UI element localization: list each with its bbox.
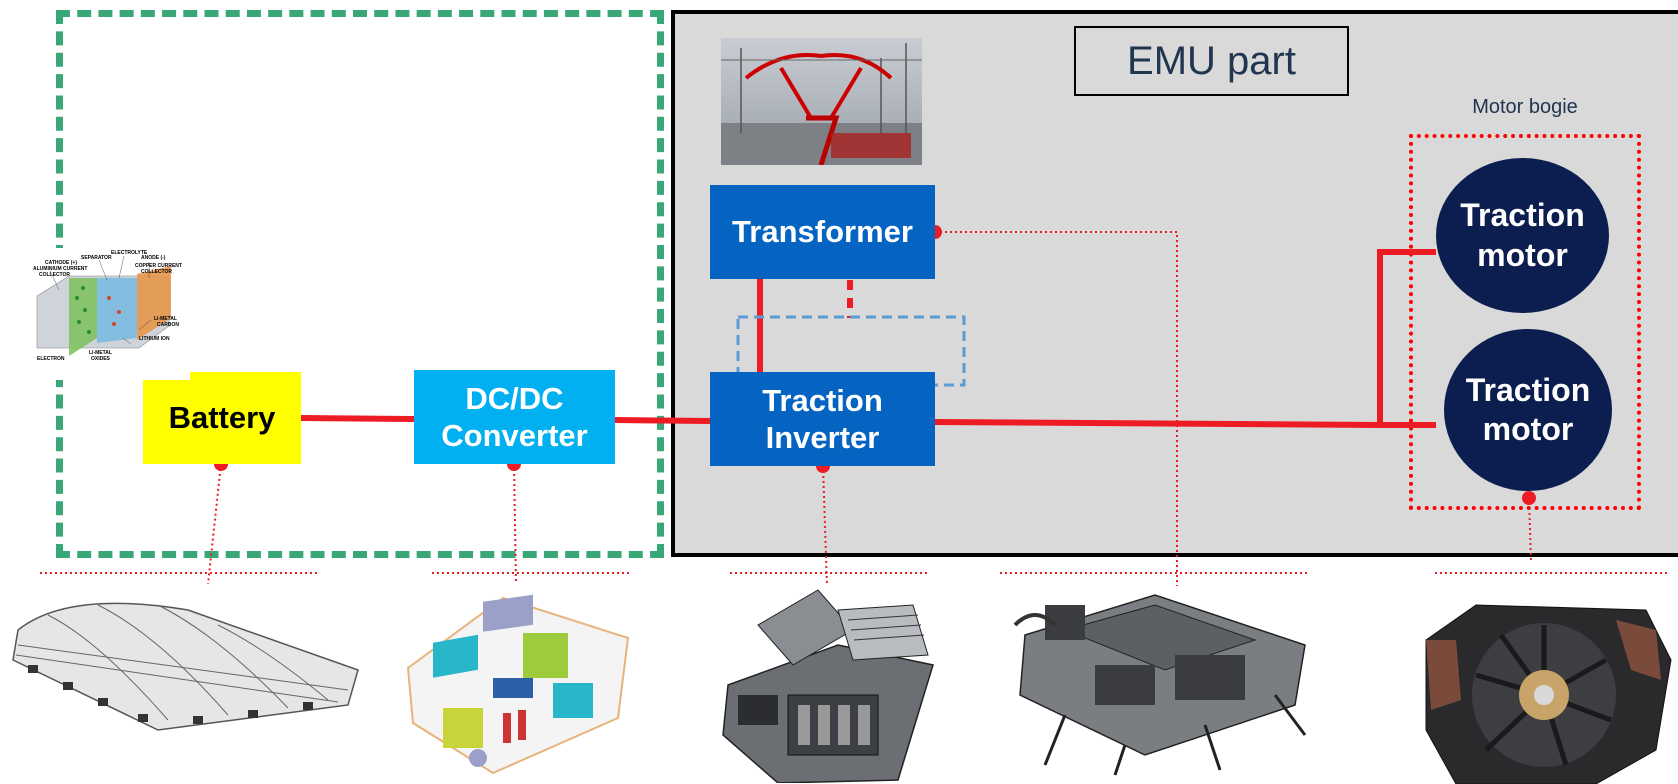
emu-part-title: EMU part [1074, 26, 1349, 96]
cell-label-cathode: CATHODE (+) [45, 260, 77, 266]
dcdc-converter-block: DC/DC Converter [414, 370, 615, 464]
transformer-block: Transformer [710, 185, 935, 279]
cell-label-separator: SEPARATOR [81, 255, 112, 261]
motor-bogie-label: Motor bogie [1472, 96, 1578, 118]
cell-label-cu-collector-2: COLLECTOR [141, 269, 172, 275]
traction-inverter-illustration [718, 585, 940, 783]
cell-label-al-collector-2: COLLECTOR [39, 272, 70, 278]
li-ion-cell-diagram: SEPARATOR ELECTROLYTE ANODE (-) CATHODE … [19, 248, 190, 380]
cell-label-li-metal-oxides: LI-METAL [89, 350, 112, 356]
traction-motor-illustration [1416, 600, 1678, 784]
cell-label-anode: ANODE (-) [141, 255, 166, 261]
traction-motor-2: Traction motor [1444, 329, 1612, 491]
dcdc-converter-illustration [403, 588, 635, 778]
cell-label-li-metal-carbon-2: CARBON [157, 322, 179, 328]
cell-label-li-metal-carbon: LI-METAL [154, 316, 177, 322]
cell-label-electrolyte: ELECTROLYTE [111, 250, 148, 256]
battery-pack-illustration [8, 590, 363, 740]
cell-label-cu-collector: COPPER CURRENT [135, 263, 182, 269]
traction-inverter-block: Traction Inverter [710, 372, 935, 466]
pantograph-photo [721, 38, 922, 165]
cell-label-lithium-ion: LITHIUM ION [139, 336, 170, 342]
cell-label-li-metal-oxides-2: OXIDES [91, 356, 111, 362]
cell-label-al-collector: ALUMINIUM CURRENT [33, 266, 87, 272]
motor-bogie-boundary [1409, 134, 1641, 510]
cell-label-electron: ELECTRON [37, 356, 65, 362]
battery-block: Battery [143, 372, 301, 464]
traction-motor-1: Traction motor [1436, 158, 1609, 313]
transformer-illustration [1005, 585, 1325, 780]
